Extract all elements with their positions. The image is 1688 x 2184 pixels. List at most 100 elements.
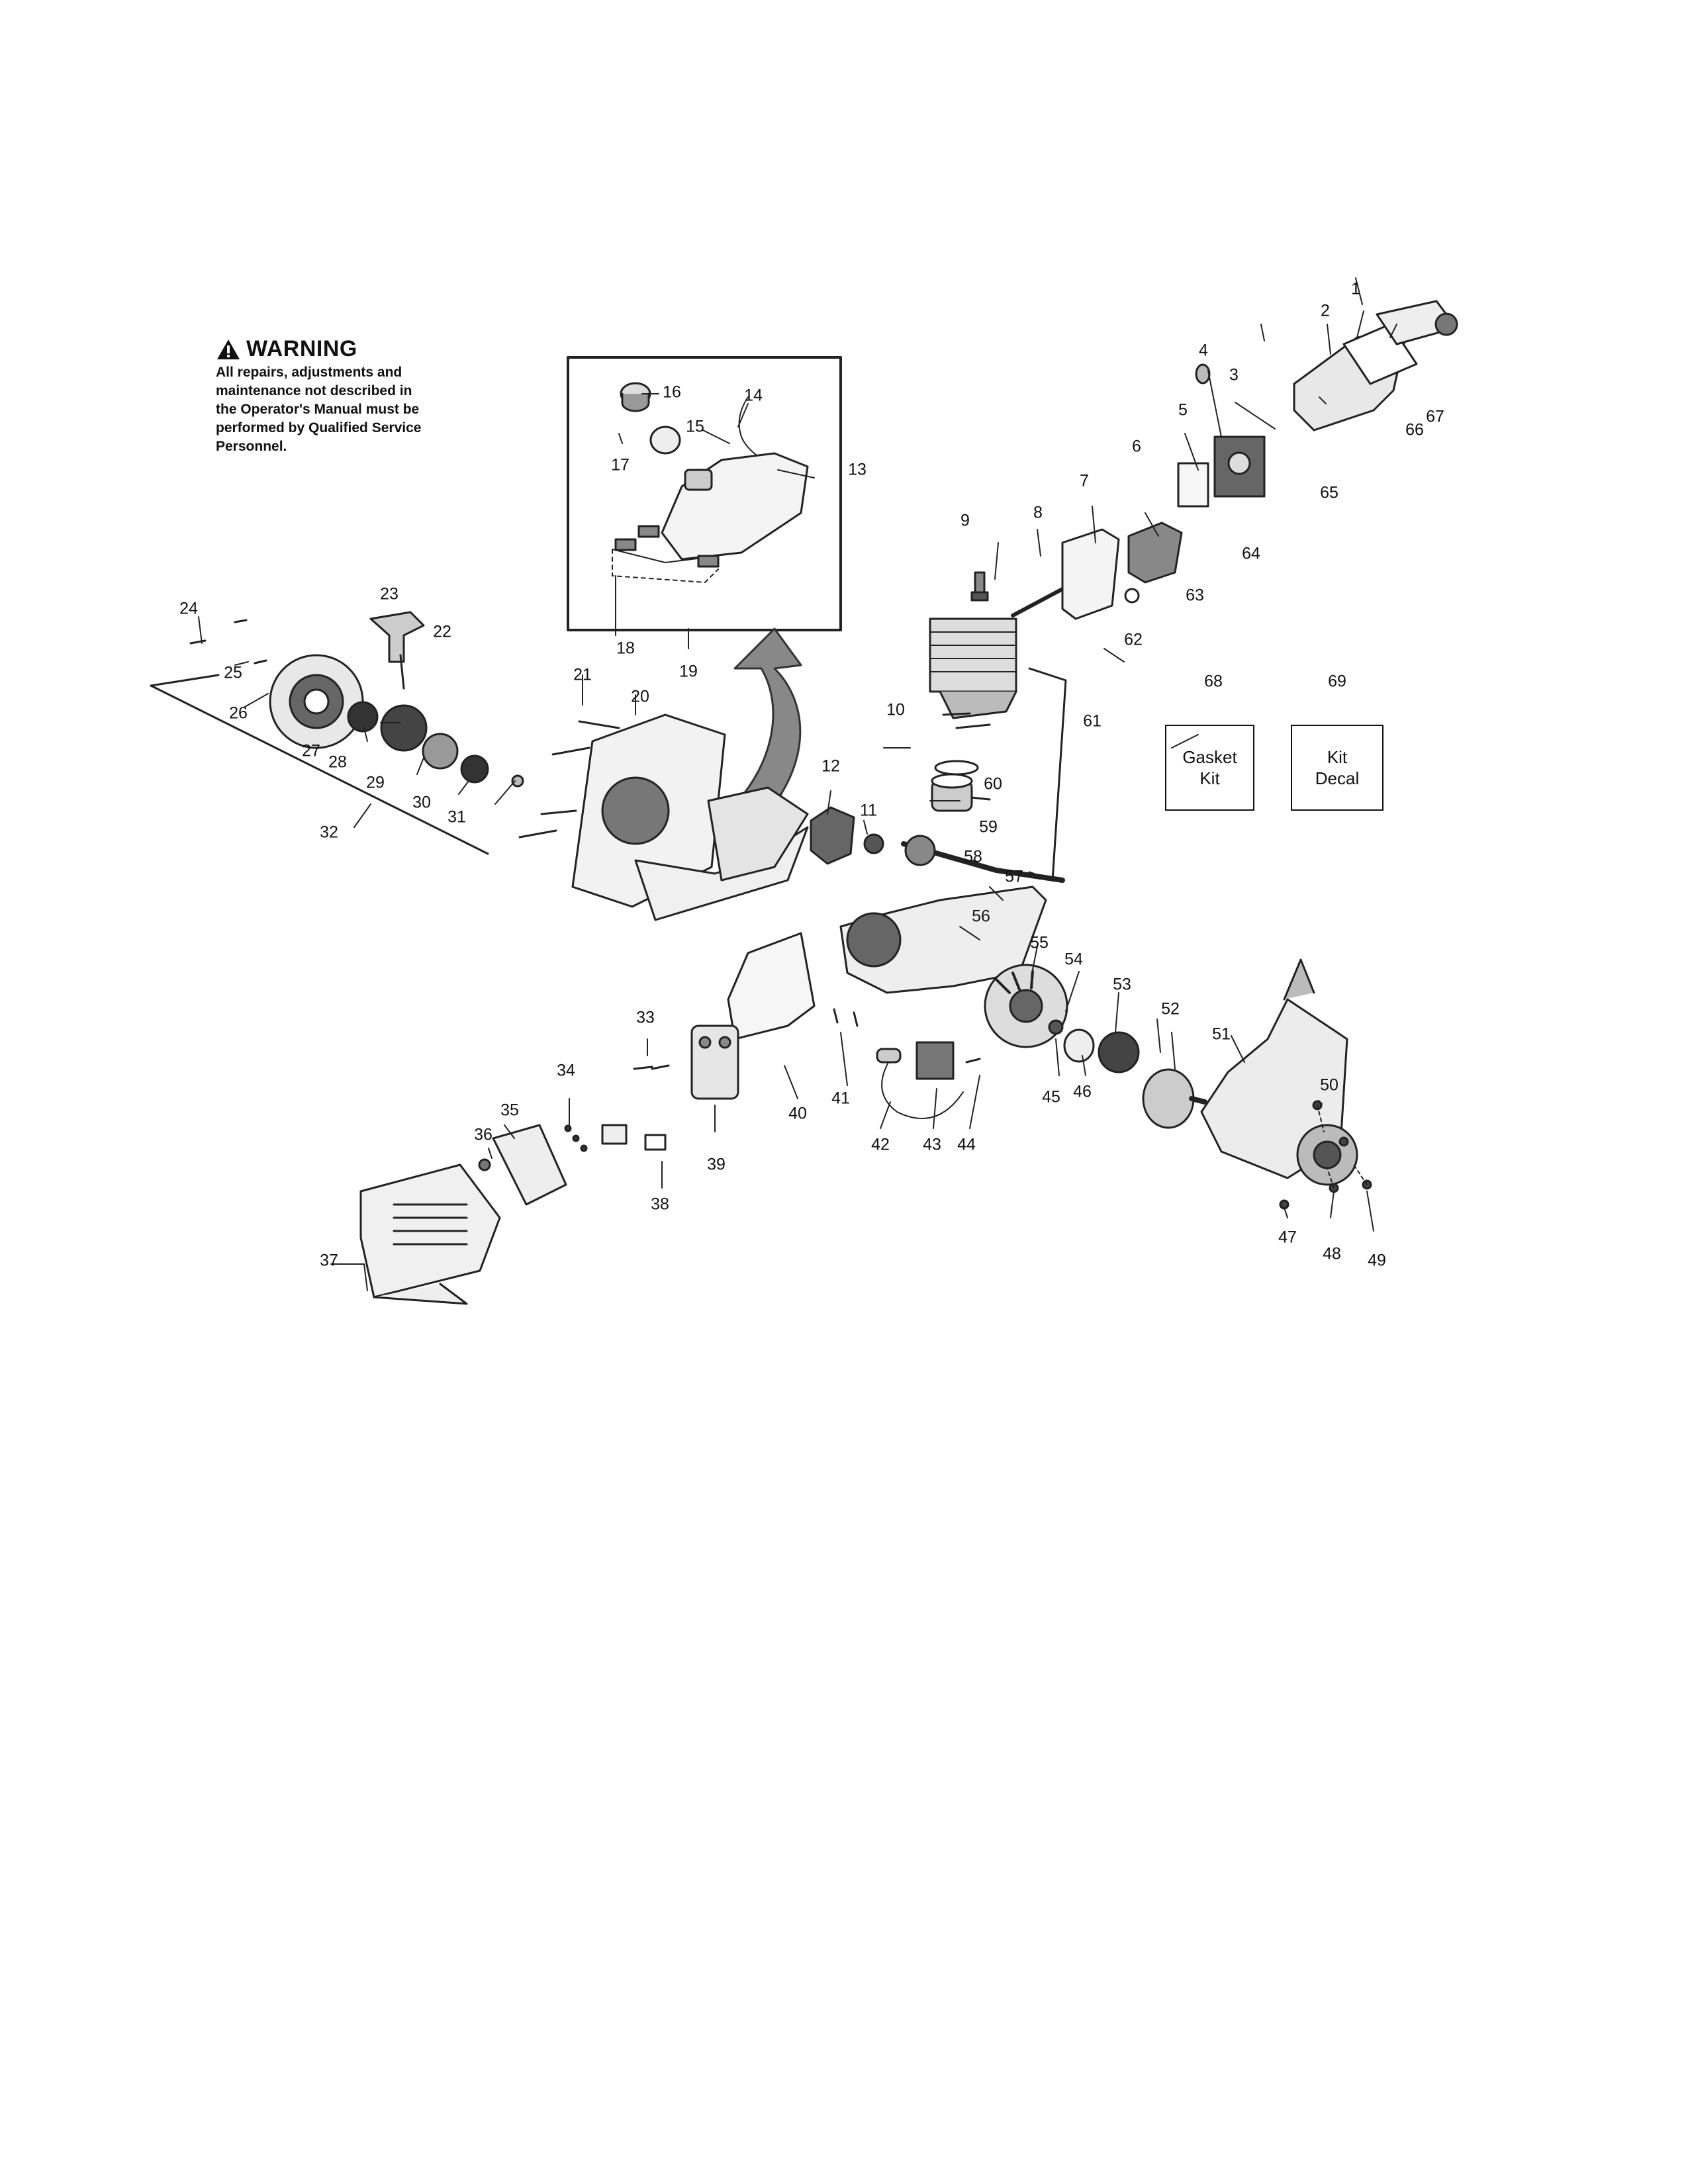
callout-40: 40 <box>788 1104 807 1123</box>
callout-38: 38 <box>651 1195 669 1214</box>
starter-handle-part <box>369 611 425 690</box>
piston-ring-part <box>934 760 979 776</box>
callout-6: 6 <box>1132 437 1141 456</box>
callout-49: 49 <box>1368 1251 1386 1270</box>
callout-4: 4 <box>1199 341 1208 360</box>
callout-63: 63 <box>1186 586 1204 605</box>
rewind-spring-part <box>347 701 379 733</box>
callout-68: 68 <box>1204 672 1223 691</box>
cover-knob-part <box>1434 312 1458 336</box>
callout-58: 58 <box>964 847 982 866</box>
callout-41: 41 <box>831 1089 850 1108</box>
cover-screw-part <box>564 1124 588 1152</box>
callout-53: 53 <box>1113 975 1131 994</box>
callout-10: 10 <box>886 700 905 719</box>
front-cover-part <box>359 1163 501 1305</box>
housing-screw-21d <box>518 829 557 839</box>
callout-35: 35 <box>500 1101 519 1120</box>
callout-3: 3 <box>1229 365 1239 385</box>
warning-body: All repairs, adjustments and maintenance… <box>216 363 494 456</box>
callout-20: 20 <box>631 687 649 706</box>
ignition-screw-part <box>833 1008 859 1027</box>
callout-19: 19 <box>679 662 698 681</box>
engine-housing-part <box>571 713 809 921</box>
piston-pin-part <box>970 796 991 801</box>
muffler-cover-part <box>492 1124 567 1206</box>
callout-33: 33 <box>636 1008 655 1027</box>
callout-42: 42 <box>871 1135 890 1154</box>
callout-30: 30 <box>412 793 431 812</box>
inset-leader-dashed <box>612 549 719 583</box>
housing-screw-21a <box>578 720 620 729</box>
spark-arrestor-part <box>644 1134 667 1151</box>
cylinder-screw-part <box>942 712 991 729</box>
callout-32: 32 <box>320 823 338 842</box>
ratchet-part <box>422 733 459 770</box>
callout-45: 45 <box>1042 1087 1060 1107</box>
starter-screw-part <box>511 774 524 788</box>
decal-kit-box: Kit Decal <box>1291 725 1383 811</box>
fuel-cap-part <box>620 382 651 412</box>
callout-61: 61 <box>1083 711 1102 731</box>
starter-screw-24a <box>189 639 207 645</box>
pawl-part <box>460 754 489 784</box>
warning-notice: WARNING All repairs, adjustments and mai… <box>216 336 494 456</box>
curved-arrow-icon <box>733 627 802 822</box>
callout-56: 56 <box>972 907 990 926</box>
callout-52: 52 <box>1161 999 1180 1019</box>
callout-14: 14 <box>744 386 763 405</box>
heat-insulator-part <box>1061 528 1120 620</box>
clutch-drum-part <box>1142 1068 1207 1129</box>
callout-22: 22 <box>433 622 451 641</box>
cylinder-part <box>929 617 1017 719</box>
callout-54: 54 <box>1064 950 1083 969</box>
cover-bolt-part <box>478 1158 491 1171</box>
warning-line: Personnel. <box>216 439 287 454</box>
gasket-kit-box: Gasket Kit <box>1165 725 1254 811</box>
callout-69: 69 <box>1328 672 1346 691</box>
callout-59: 59 <box>979 817 998 837</box>
fuel-tank-inset-box <box>567 356 842 631</box>
callout-12: 12 <box>821 756 840 776</box>
warning-line: performed by Qualified Service <box>216 420 422 435</box>
callout-11: 11 <box>860 801 877 820</box>
pulley-part <box>380 704 428 752</box>
callout-1: 1 <box>1351 279 1360 298</box>
cylinder-bolt-part <box>1011 587 1064 617</box>
fuel-line-part <box>738 396 769 464</box>
crankshaft-part <box>901 835 1065 883</box>
starter-housing-part <box>269 654 364 749</box>
callout-39: 39 <box>707 1155 726 1174</box>
intake-part <box>810 806 855 865</box>
fuel-filter-disc-part <box>649 426 681 455</box>
callout-27: 27 <box>302 741 320 760</box>
muffler-gasket-part <box>601 1124 628 1145</box>
carb-gasket-part <box>1177 462 1209 508</box>
callout-44: 44 <box>957 1135 976 1154</box>
starter-screw-25 <box>254 659 267 664</box>
flywheel-nut-part <box>1048 1019 1064 1035</box>
callout-26: 26 <box>229 704 248 723</box>
callout-50: 50 <box>1320 1075 1338 1095</box>
callout-5: 5 <box>1178 400 1188 420</box>
fuel-tank-part <box>612 452 809 568</box>
callout-65: 65 <box>1320 483 1338 502</box>
callout-57: 57 <box>1005 867 1023 886</box>
warning-line: maintenance not described in <box>216 383 412 398</box>
warning-line: the Operator's Manual must be <box>216 402 420 417</box>
module-screw-part <box>965 1058 981 1064</box>
callout-15: 15 <box>686 417 704 436</box>
muffler-screw-part <box>633 1064 670 1070</box>
warning-line: All repairs, adjustments and <box>216 365 402 380</box>
starter-screw-24b <box>234 619 248 623</box>
callout-16: 16 <box>663 383 681 402</box>
clutch-housing-part <box>1200 958 1358 1186</box>
clutch-part <box>1098 1031 1140 1073</box>
spark-plug-wire-part <box>876 1048 964 1119</box>
flywheel-part <box>984 964 1068 1048</box>
callout-13: 13 <box>848 460 867 479</box>
carburetor-part <box>1213 435 1266 498</box>
callout-2: 2 <box>1321 301 1330 320</box>
callout-37: 37 <box>320 1251 338 1270</box>
